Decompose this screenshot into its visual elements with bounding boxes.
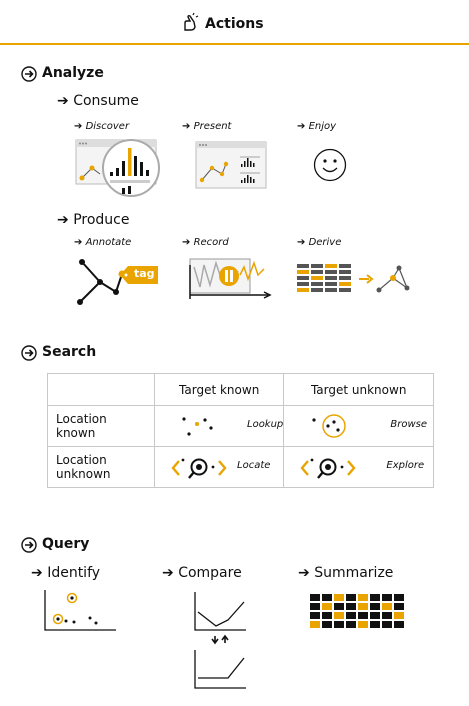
summary-cell (358, 612, 368, 619)
section-analyze: Analyze (42, 65, 104, 81)
summary-cell (346, 612, 356, 619)
arrow-right-icon: ➔ (57, 93, 74, 109)
page-title: Actions (205, 16, 264, 32)
locate-icon (171, 458, 227, 479)
summary-cell (370, 594, 380, 601)
search-table: Target known Target unknown Location kno… (47, 373, 434, 488)
section-search: Search (42, 344, 97, 360)
summary-cell (358, 594, 368, 601)
derive-icon (297, 264, 410, 293)
summary-cell (346, 603, 356, 610)
discover-icon (75, 139, 160, 197)
identify-heading: ➔ Identify (31, 565, 101, 581)
summary-cell (382, 594, 392, 601)
summary-cell (334, 603, 344, 610)
arrow-right-icon: ➔ (74, 237, 86, 248)
summary-cell (370, 621, 380, 628)
arrow-right-icon: ➔ (297, 237, 309, 248)
cell-browse: Browse (283, 405, 434, 447)
summary-cell (334, 594, 344, 601)
cell-explore: Explore (283, 446, 434, 488)
browse-icon (312, 414, 347, 438)
smiley-icon (313, 148, 347, 182)
summary-cell (310, 594, 320, 601)
summary-cell (334, 612, 344, 619)
cell-locate: Locate (153, 446, 285, 488)
table-row: Location known Lookup Browse (47, 405, 434, 447)
table-row: Location unknown Locate (47, 446, 434, 488)
table-corner-cell (47, 373, 155, 406)
table-header-row: Target known Target unknown (47, 373, 434, 406)
summary-cell (358, 603, 368, 610)
tag-text: tag (134, 267, 155, 280)
arrow-right-icon: ➔ (74, 121, 86, 132)
circle-arrow-icon (21, 537, 37, 553)
annotate-label: ➔ Annotate (74, 237, 132, 248)
present-label: ➔ Present (182, 121, 232, 132)
col-header-target-known: Target known (153, 373, 285, 406)
summary-cell (346, 621, 356, 628)
compare-icon (194, 592, 246, 689)
lookup-icon (182, 417, 213, 436)
summary-cell (394, 603, 404, 610)
summary-cell (322, 612, 332, 619)
header-divider (0, 43, 469, 45)
present-icon (195, 141, 267, 189)
section-query: Query (42, 536, 90, 552)
pointer-hand-icon (184, 12, 199, 31)
summary-cell (310, 603, 320, 610)
derive-label: ➔ Derive (297, 237, 342, 248)
summary-cell (322, 594, 332, 601)
summary-cell (322, 603, 332, 610)
summary-cell (346, 594, 356, 601)
arrow-right-icon: ➔ (298, 565, 315, 581)
summary-cell (394, 612, 404, 619)
summary-cell (310, 621, 320, 628)
locate-label: Locate (237, 460, 271, 471)
browse-label: Browse (390, 419, 428, 430)
summary-cell (322, 621, 332, 628)
summary-cell (310, 612, 320, 619)
summary-cell (382, 612, 392, 619)
circle-arrow-icon (21, 66, 37, 82)
summary-cell (382, 603, 392, 610)
explore-label: Explore (386, 460, 425, 471)
discover-label: ➔ Discover (74, 121, 130, 132)
arrow-right-icon: ➔ (57, 212, 74, 228)
circle-arrow-icon (21, 345, 37, 361)
arrow-right-icon: ➔ (182, 121, 194, 132)
row-header-location-known: Location known (47, 405, 155, 447)
identify-icon (44, 590, 116, 631)
record-icon (189, 258, 272, 299)
compare-heading: ➔ Compare (162, 565, 242, 581)
arrow-right-icon: ➔ (182, 237, 194, 248)
enjoy-label: ➔ Enjoy (297, 121, 337, 132)
cell-lookup: Lookup (153, 405, 285, 447)
summarize-icon (310, 594, 404, 628)
summary-cell (334, 621, 344, 628)
summarize-heading: ➔ Summarize (298, 565, 394, 581)
arrow-right-icon: ➔ (31, 565, 48, 581)
arrow-right-icon: ➔ (297, 121, 309, 132)
summary-cell (394, 594, 404, 601)
lookup-label: Lookup (247, 419, 284, 430)
tag-icon (120, 266, 158, 284)
summary-cell (370, 603, 380, 610)
col-header-target-unknown: Target unknown (283, 373, 434, 406)
row-header-location-unknown: Location unknown (47, 446, 155, 488)
produce-heading: ➔ Produce (57, 212, 130, 228)
summary-cell (370, 612, 380, 619)
arrow-right-icon: ➔ (162, 565, 179, 581)
summary-cell (394, 621, 404, 628)
record-label: ➔ Record (182, 237, 229, 248)
summary-cell (382, 621, 392, 628)
consume-heading: ➔ Consume (57, 93, 139, 109)
explore-icon (300, 458, 356, 479)
summary-cell (358, 621, 368, 628)
